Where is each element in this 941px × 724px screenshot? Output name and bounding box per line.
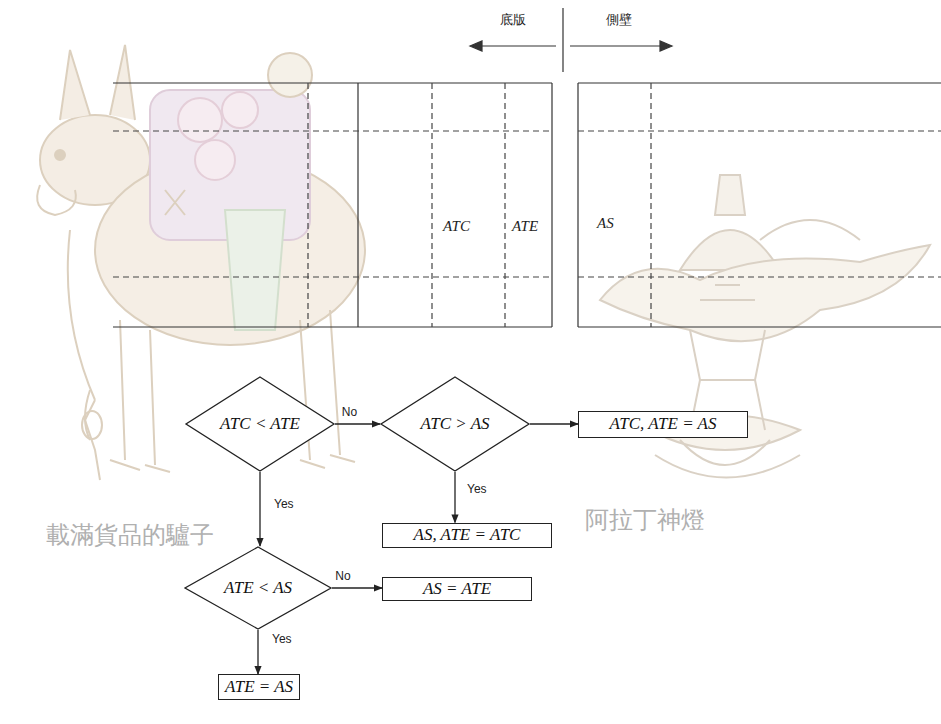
area-label: ATE xyxy=(512,218,538,235)
flow-arrow xyxy=(530,423,578,424)
watermark-text: 載滿貨品的驢子 xyxy=(46,522,214,548)
diamond-shape xyxy=(186,377,334,471)
process-box: AS, ATE = ATC xyxy=(382,523,552,548)
condition-text: ATC, ATE = AS xyxy=(610,415,717,434)
flow-arrow xyxy=(257,630,258,674)
donkey-illustration xyxy=(37,45,365,480)
condition-text: AS = ATE xyxy=(423,580,491,599)
condition-text: ATC < ATE xyxy=(220,415,300,434)
watermark-text: 阿拉丁神燈 xyxy=(585,507,705,533)
plate-layout xyxy=(113,8,941,327)
condition-text: AS, ATE = ATC xyxy=(414,526,521,545)
condition-text: ATC > AS xyxy=(420,415,489,434)
flow-arrow xyxy=(332,587,382,588)
flow-arrow xyxy=(335,423,380,424)
edge-label: No xyxy=(340,406,359,419)
process-box: ATE = AS xyxy=(218,674,300,700)
diamond-shape xyxy=(381,377,529,471)
lamp-illustration xyxy=(600,175,930,478)
decision-diamond: ATC > AS xyxy=(380,376,530,472)
area-label: ATC xyxy=(443,218,470,235)
decision-diamond: ATC < ATE xyxy=(185,376,335,472)
condition-text: ATE < AS xyxy=(224,579,292,598)
decision-diamond: ATE < AS xyxy=(184,546,332,630)
diamond-shape xyxy=(185,547,331,629)
edge-label: Yes xyxy=(465,483,489,496)
edge-label: No xyxy=(333,570,352,583)
section-label: 底版 xyxy=(500,13,526,27)
condition-text: ATE = AS xyxy=(225,678,293,697)
process-box: AS = ATE xyxy=(382,577,532,602)
flow-arrow xyxy=(454,472,455,523)
flow-arrow xyxy=(259,472,260,546)
section-label: 側壁 xyxy=(606,13,632,27)
edge-label: Yes xyxy=(270,633,294,646)
process-box: ATC, ATE = AS xyxy=(578,411,748,438)
area-label: AS xyxy=(597,215,614,232)
edge-label: Yes xyxy=(272,498,296,511)
